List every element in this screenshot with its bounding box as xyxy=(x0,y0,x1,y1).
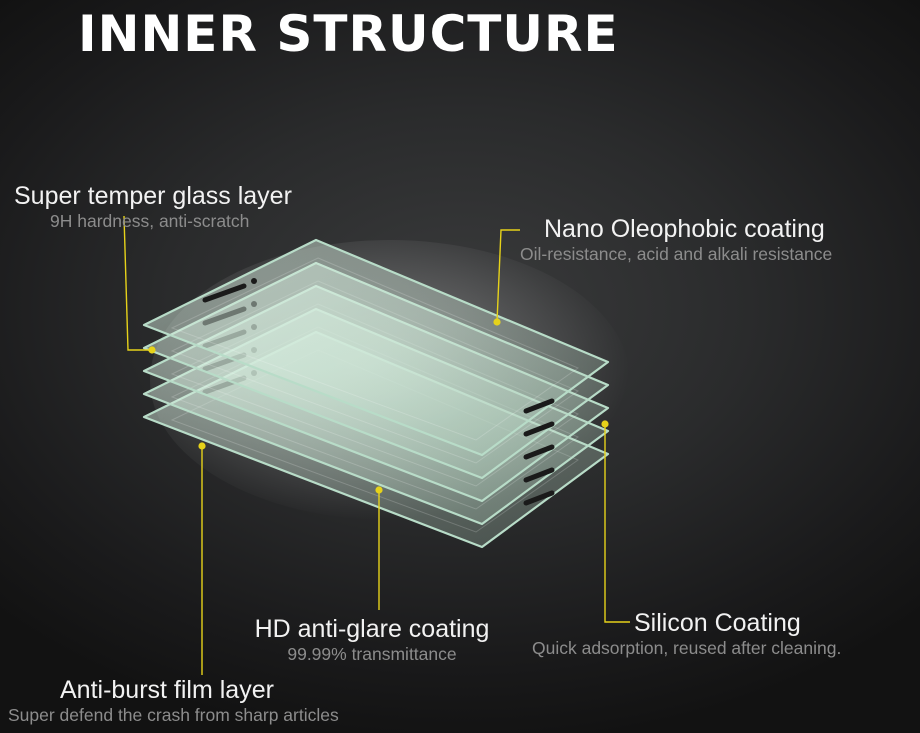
leader-dot xyxy=(493,318,501,326)
layer-description: Oil-resistance, acid and alkali resistan… xyxy=(520,244,833,264)
leader-dot xyxy=(198,442,206,450)
layer-description: Super defend the crash from sharp articl… xyxy=(8,705,339,725)
label-silicon-coating: Silicon Coating Quick adsorption, reused… xyxy=(532,611,841,658)
leader-super-temper-glass xyxy=(123,215,152,351)
leader-nano-oleophobic xyxy=(496,229,520,323)
layer-name: Silicon Coating xyxy=(634,609,801,637)
label-nano-oleophobic: Nano Oleophobic coating Oil-resistance, … xyxy=(520,217,832,264)
layer-description: Quick adsorption, reused after cleaning. xyxy=(532,638,842,658)
leader-lines xyxy=(123,215,630,675)
button-slot xyxy=(523,444,555,460)
leader-dot xyxy=(601,420,609,428)
screen-outline xyxy=(170,257,580,441)
glass-sheet xyxy=(142,238,610,457)
layer-name: HD anti-glare coating xyxy=(254,615,490,643)
label-hd-anti-glare: HD anti-glare coating 99.99% transmittan… xyxy=(238,617,506,664)
button-slot xyxy=(523,398,555,414)
glass-sheets-stack xyxy=(142,238,610,549)
button-slot xyxy=(523,467,555,483)
layer-description: 9H hardness, anti-scratch xyxy=(50,211,250,231)
earpiece-slot xyxy=(202,283,247,303)
page-title: INNER STRUCTURE xyxy=(78,5,619,63)
layer-name: Nano Oleophobic coating xyxy=(544,215,825,243)
button-slot xyxy=(523,421,555,437)
leader-silicon-coating xyxy=(604,424,630,623)
button-slot xyxy=(523,490,555,506)
layer-description: 99.99% transmittance xyxy=(287,644,457,664)
layer-name: Anti-burst film layer xyxy=(60,676,274,704)
label-super-temper-glass: Super temper glass layer 9H hardness, an… xyxy=(14,184,292,231)
leader-dot xyxy=(148,346,156,354)
layer-name: Super temper glass layer xyxy=(14,182,292,210)
camera-hole xyxy=(251,278,257,284)
leader-dot xyxy=(375,486,383,494)
label-anti-burst-film: Anti-burst film layer Super defend the c… xyxy=(8,678,339,725)
